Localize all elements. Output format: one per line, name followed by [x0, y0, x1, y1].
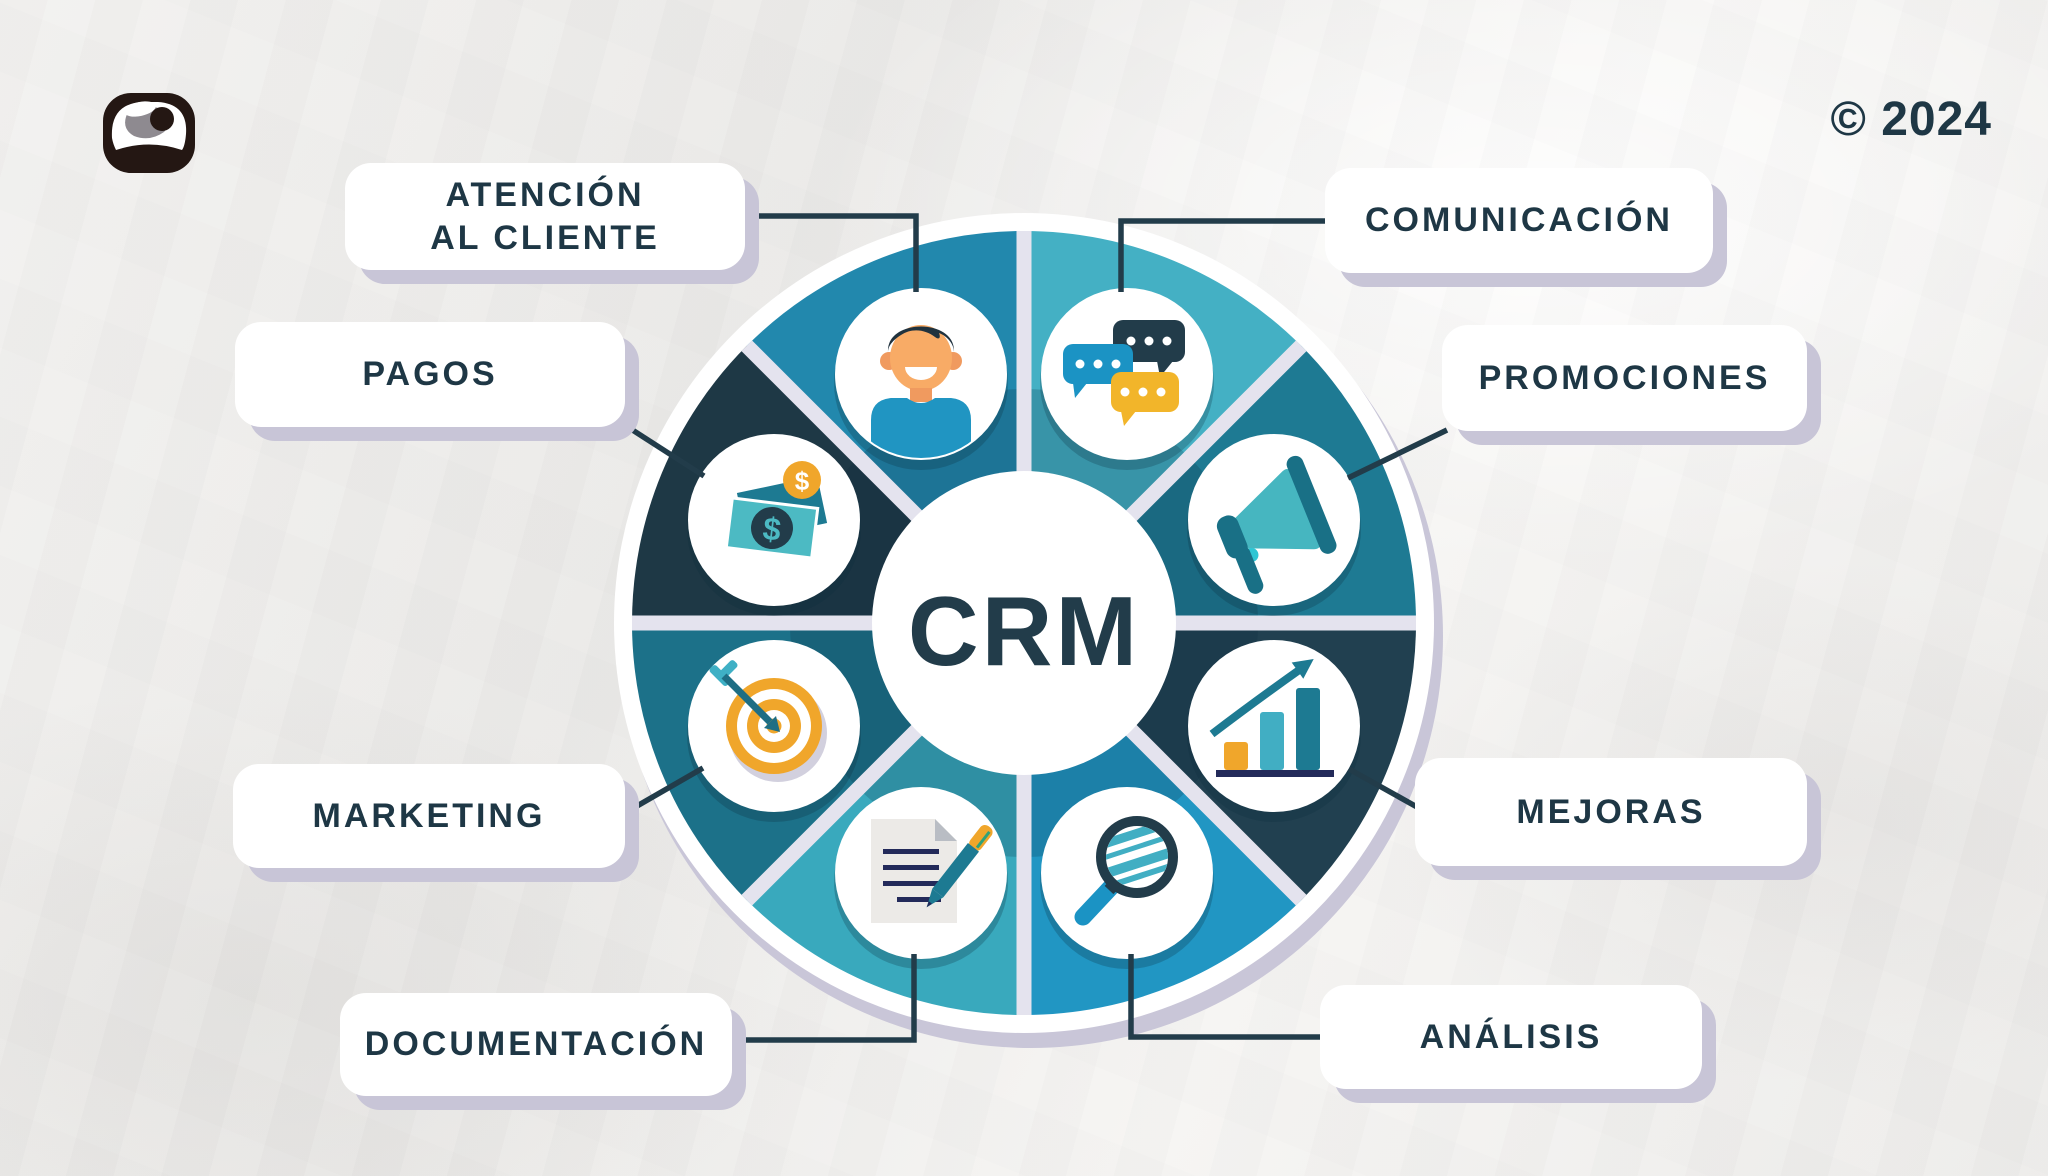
- label-mejoras: MEJORAS: [1415, 758, 1807, 866]
- label-marketing: MARKETING: [233, 764, 625, 868]
- copyright-text: © 2024: [1830, 93, 1992, 146]
- growth-chart-icon: [1209, 659, 1334, 777]
- label-atencion-line2: AL CLIENTE: [430, 218, 660, 257]
- connector-mejoras: [1347, 766, 1419, 810]
- connector-pagos: [615, 417, 706, 479]
- connector-analisis: [1128, 954, 1322, 1040]
- center-circle: [872, 471, 1176, 775]
- svg-text:$: $: [761, 510, 783, 548]
- money-icon: $ $: [724, 461, 828, 560]
- label-promociones: PROMOCIONES: [1442, 325, 1807, 431]
- eye-logo-icon: [103, 93, 195, 173]
- label-analisis: ANÁLISIS: [1320, 985, 1702, 1089]
- label-pagos: PAGOS: [235, 322, 625, 427]
- connector-lines: [615, 213, 1449, 1043]
- connector-marketing: [623, 765, 705, 816]
- svg-text:$: $: [795, 466, 810, 496]
- megaphone-icon: [1216, 455, 1337, 594]
- chat-bubbles-icon: [1063, 320, 1185, 426]
- label-documentacion: DOCUMENTACIÓN: [340, 993, 732, 1096]
- connector-documentacion: [732, 954, 917, 1043]
- customer-icon: [871, 325, 971, 458]
- brand-logo: [103, 93, 195, 173]
- label-atencion-line1: ATENCIÓN: [445, 176, 645, 214]
- label-comunicacion: COMUNICACIÓN: [1325, 168, 1713, 273]
- magnifying-glass-icon: [1074, 816, 1178, 926]
- center-title: CRM: [908, 576, 1140, 686]
- connector-atencion: [745, 213, 919, 292]
- label-atencion-al-cliente: ATENCIÓN AL CLIENTE: [345, 163, 745, 270]
- document-pen-icon: [871, 819, 993, 923]
- connector-comunicacion: [1118, 218, 1325, 292]
- connector-promociones: [1346, 427, 1449, 481]
- target-arrow-icon: [709, 660, 827, 782]
